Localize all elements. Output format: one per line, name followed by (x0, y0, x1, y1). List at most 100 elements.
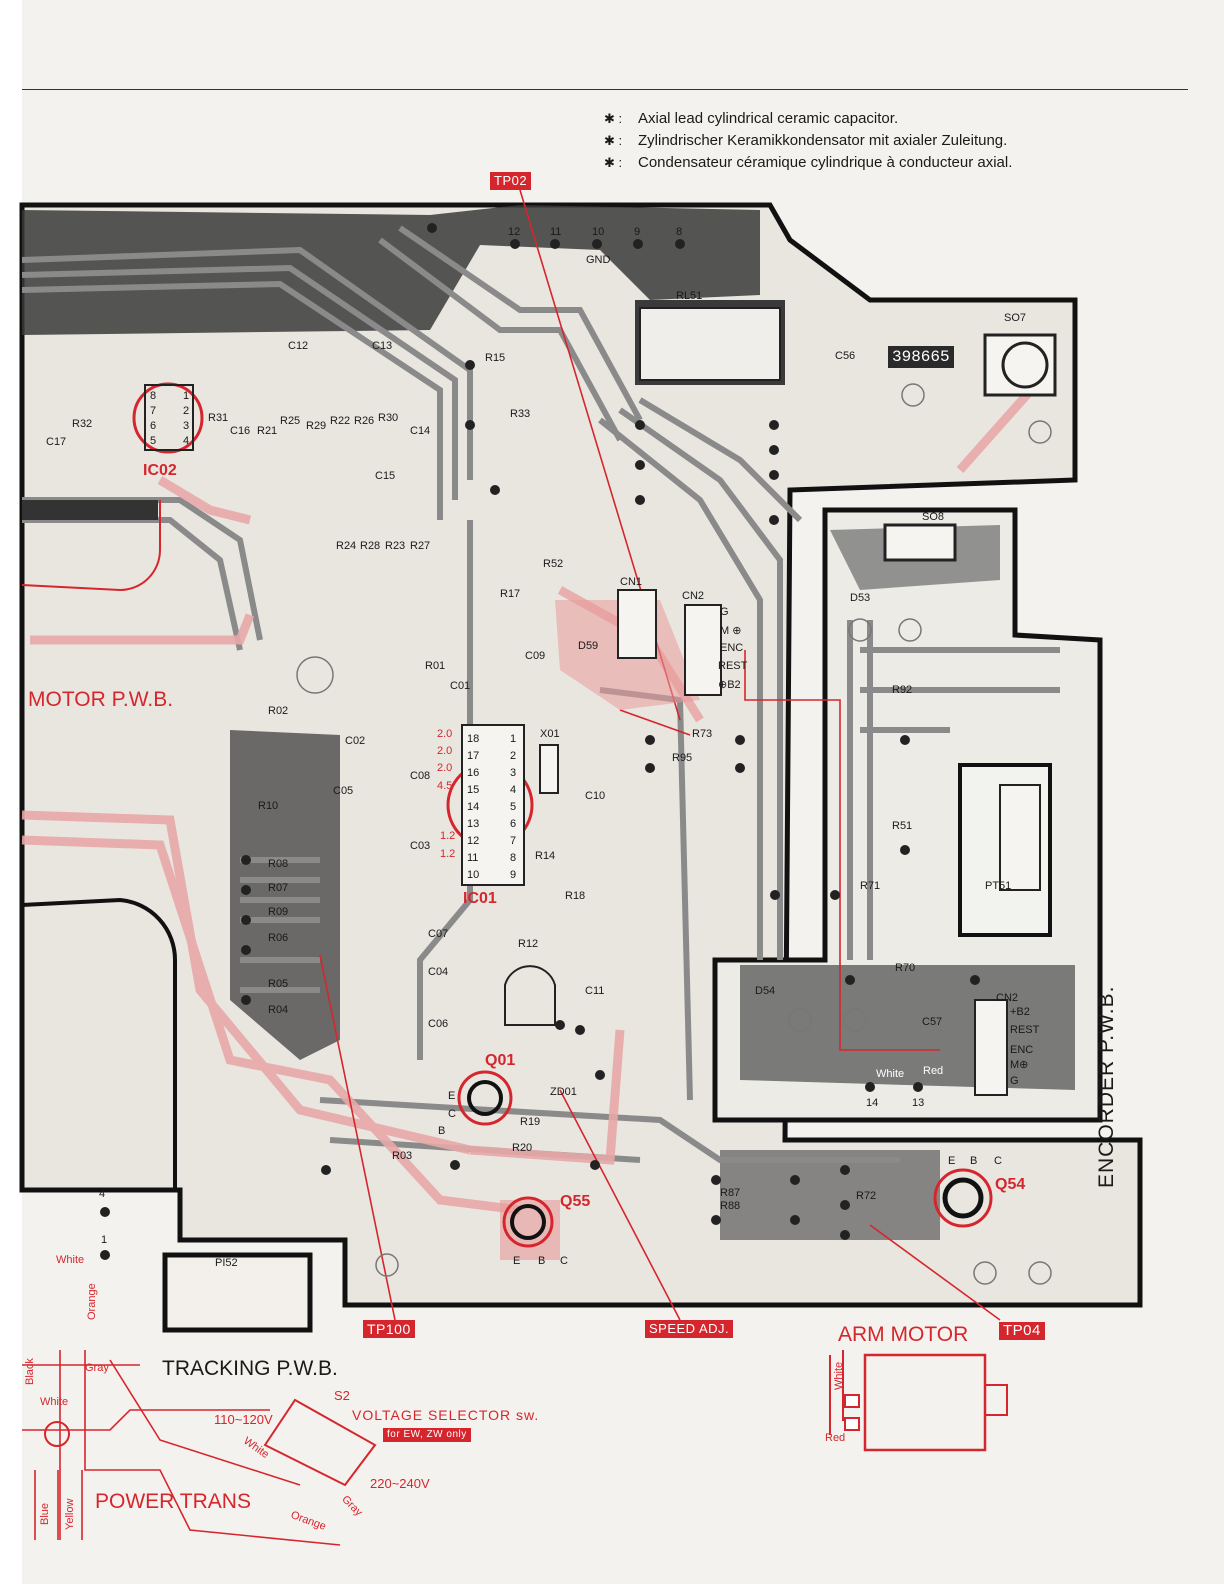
motor-bottom-arc (21, 897, 178, 1190)
pi52-body (162, 1252, 313, 1333)
wire-red-arm: Red (825, 1432, 846, 1444)
ic01-pin: 17 (467, 750, 480, 762)
label-x01: X01 (540, 728, 560, 740)
cn1-body (617, 589, 657, 659)
q54-base: B (970, 1155, 978, 1167)
label-c15: C15 (375, 470, 396, 482)
label-zd01: ZD01 (550, 1086, 577, 1098)
ic01-pin: 7 (510, 835, 517, 847)
note-symbol: ✱ : (604, 111, 623, 126)
cn2-lower-body (974, 999, 1008, 1096)
cn2l-pin-rest: REST (1010, 1024, 1040, 1036)
label-c09: C09 (525, 650, 546, 662)
wire-white-enc: White (876, 1068, 905, 1080)
label-so8: SO8 (922, 511, 945, 523)
note-text: Zylindrischer Keramikkondensator mit axi… (638, 132, 1008, 149)
label-r23: R23 (385, 540, 406, 552)
note-de: ✱ :Zylindrischer Keramikkondensator mit … (604, 130, 1012, 152)
q01-base: B (438, 1125, 446, 1137)
ic01-label: IC01 (463, 890, 497, 907)
label-c01: C01 (450, 680, 471, 692)
power-trans-label: POWER TRANS (95, 1490, 251, 1513)
label-r25: R25 (280, 415, 301, 427)
ic02-pin: 1 (183, 390, 190, 402)
label-r14: R14 (535, 850, 556, 862)
label-r27: R27 (410, 540, 431, 552)
label-r15: R15 (485, 352, 506, 364)
q54-circle (933, 1168, 993, 1228)
label-cn1: CN1 (620, 576, 643, 588)
cn2-pin-b2: ⊕B2 (718, 679, 741, 691)
note-text: Condensateur céramique cylindrique à con… (638, 154, 1013, 171)
label-r19: R19 (520, 1116, 541, 1128)
ic01-pin: 14 (467, 801, 480, 813)
label-r05: R05 (268, 978, 289, 990)
pin-11: 11 (550, 226, 562, 238)
label-r01: R01 (425, 660, 446, 672)
ic01-pin: 9 (510, 869, 517, 881)
arm-motor-shaft (984, 1384, 1008, 1416)
left-pin-header (22, 500, 158, 520)
ic01-pin: 18 (467, 733, 480, 745)
pin-12: 12 (508, 226, 521, 238)
wire-white-arm: White (833, 1361, 845, 1390)
terminal-14: 14 (866, 1097, 879, 1109)
label-r04: R04 (268, 1004, 289, 1016)
arm-motor-term-pos (844, 1417, 860, 1431)
wire-yellow: Yellow (64, 1498, 76, 1530)
label-c10: C10 (585, 790, 606, 802)
pin-10: 10 (592, 226, 605, 238)
ic01-voltage: 1.2 (440, 830, 456, 842)
pt51-body (999, 784, 1041, 891)
label-r52: R52 (543, 558, 564, 570)
cn2l-pin-enc: ENC (1010, 1044, 1034, 1056)
arm-motor-term-neg (844, 1394, 860, 1408)
label-r21: R21 (257, 425, 278, 437)
ic01-body (461, 724, 525, 886)
terminal-13: 13 (912, 1097, 925, 1109)
label-r17: R17 (500, 588, 521, 600)
voltage-note-tag: for EW, ZW only (383, 1428, 471, 1442)
ic01-pin: 8 (510, 852, 517, 864)
wire-white-trans: White (40, 1396, 69, 1408)
mounting-holes (296, 383, 1052, 1285)
label-d53: D53 (850, 592, 871, 604)
q55-label: Q55 (560, 1193, 591, 1210)
label-r30: R30 (378, 412, 399, 424)
label-c12: C12 (288, 340, 309, 352)
note-text: Axial lead cylindrical ceramic capacitor… (638, 110, 899, 127)
q01-label: Q01 (485, 1052, 516, 1069)
label-c07: C07 (428, 928, 449, 940)
cn2-pin-rest: REST (718, 660, 748, 672)
capacitor-notes: ✱ : Axial lead cylindrical ceramic capaci… (604, 108, 1012, 174)
label-c03: C03 (410, 840, 431, 852)
label-r73: R73 (692, 728, 713, 740)
cn2-pin-enc: ENC (720, 642, 744, 654)
label-r20: R20 (512, 1142, 533, 1154)
ic01-pin: 13 (467, 818, 480, 830)
wire-orange: Orange (86, 1283, 98, 1320)
v-high-label: 220~240V (370, 1476, 430, 1491)
ic01-voltage: 1.2 (440, 848, 456, 860)
voltage-selector-label: VOLTAGE SELECTOR sw. (352, 1407, 540, 1423)
note-fr: ✱ :Condensateur céramique cylindrique à … (604, 152, 1012, 174)
label-r29: R29 (306, 420, 327, 432)
ic01-pin: 16 (467, 767, 480, 779)
voltage-selector (263, 1398, 377, 1487)
so8-body (883, 523, 957, 562)
ic01-pin: 5 (510, 801, 517, 813)
label-r18: R18 (565, 890, 586, 902)
label-c11: C11 (585, 985, 605, 997)
q55-collector: C (560, 1255, 568, 1267)
q55-base: B (538, 1255, 546, 1267)
tp04-tag: TP04 (999, 1322, 1045, 1340)
label-cn2-lower: CN2 (996, 992, 1019, 1004)
label-r22: R22 (330, 415, 351, 427)
label-r72: R72 (856, 1190, 877, 1202)
label-c04: C04 (428, 966, 449, 978)
label-c06: C06 (428, 1018, 449, 1030)
cn2-pin-g: G (720, 606, 729, 618)
label-r95: R95 (672, 752, 693, 764)
label-c16: C16 (230, 425, 251, 437)
